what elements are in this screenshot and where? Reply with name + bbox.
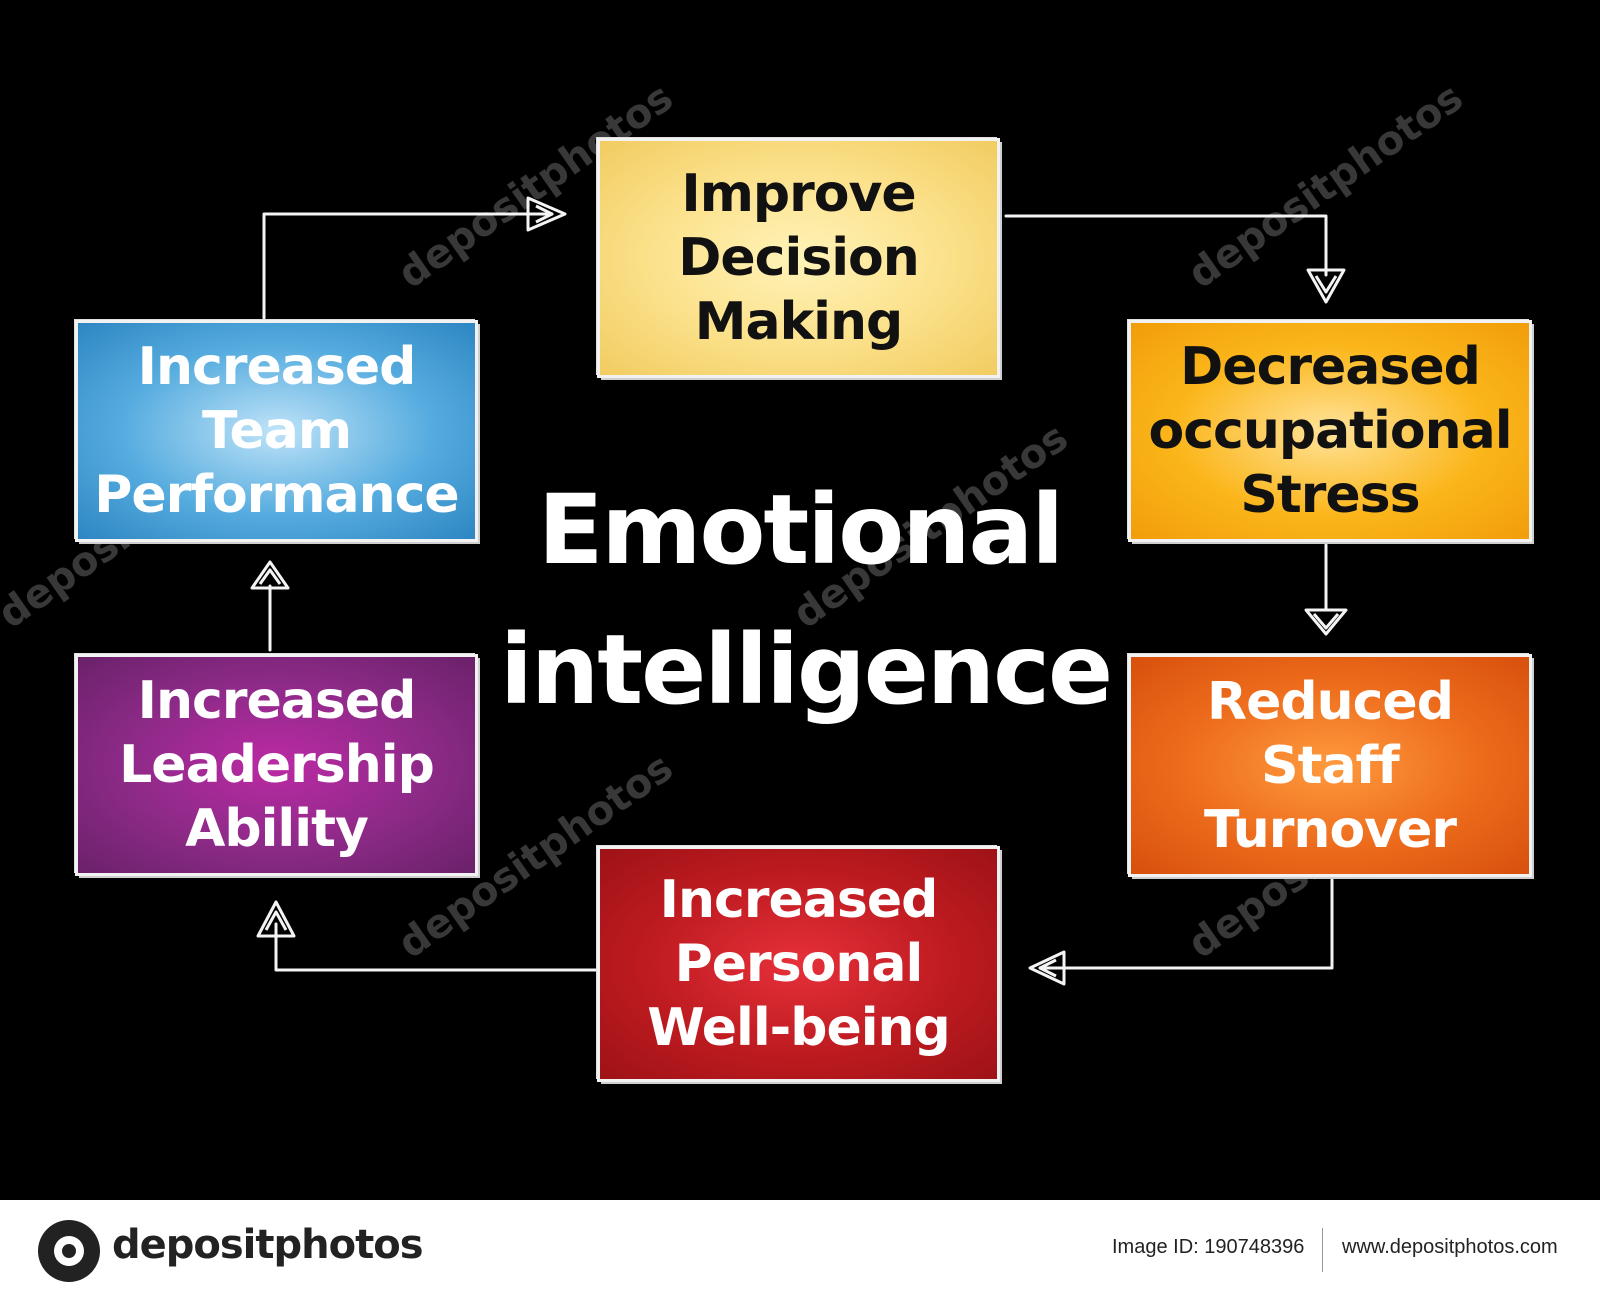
node-label: Reduced Staff Turnover: [1204, 671, 1457, 860]
connector-improve-to-stress: [1004, 214, 1328, 277]
arrowhead-to-stress: [1306, 268, 1346, 304]
connector-team-to-improve: [262, 212, 554, 320]
footer-bar: depositphotos Image ID: 190748396 www.de…: [0, 1200, 1600, 1300]
node-label: Decreased occupational Stress: [1148, 337, 1512, 525]
connectors: [250, 196, 1348, 986]
arrowhead-to-team: [250, 560, 290, 590]
node-label: Increased Personal Well-being: [647, 870, 951, 1058]
node-increased-leadership-ability: Increased Leadership Ability: [75, 654, 478, 876]
footer-divider: [1322, 1228, 1323, 1272]
node-label: Increased Team Performance: [94, 337, 459, 525]
center-title: Emotional intelligence: [500, 474, 1113, 726]
arrowhead-to-wellbeing: [1028, 950, 1066, 986]
arrowhead-to-improve: [526, 196, 567, 232]
camera-logo-icon: [38, 1220, 100, 1282]
node-decreased-occupational-stress: Decreased occupational Stress: [1128, 320, 1532, 542]
connector-turnover-to-wellbeing: [1038, 878, 1334, 970]
node-increased-personal-well-being: Increased Personal Well-being: [597, 846, 1000, 1082]
footer-url: www.depositphotos.com: [1342, 1236, 1558, 1258]
footer-brand: depositphotos: [112, 1222, 424, 1268]
arrowhead-to-turnover: [1304, 608, 1348, 636]
node-improve-decision-making: Improve Decision Making: [597, 138, 1000, 378]
node-label: Increased Leadership Ability: [119, 671, 435, 859]
mind-map-diagram: depositphotos depositphotos depositphoto…: [0, 74, 1532, 1082]
node-increased-team-performance: Increased Team Performance: [75, 320, 478, 542]
footer-image-id: Image ID: 190748396: [1112, 1236, 1305, 1258]
node-reduced-staff-turnover: Reduced Staff Turnover: [1128, 654, 1532, 877]
connector-wellbeing-to-leadership: [274, 922, 598, 972]
node-label: Improve Decision Making: [678, 164, 920, 352]
arrowhead-to-leadership: [256, 900, 296, 938]
